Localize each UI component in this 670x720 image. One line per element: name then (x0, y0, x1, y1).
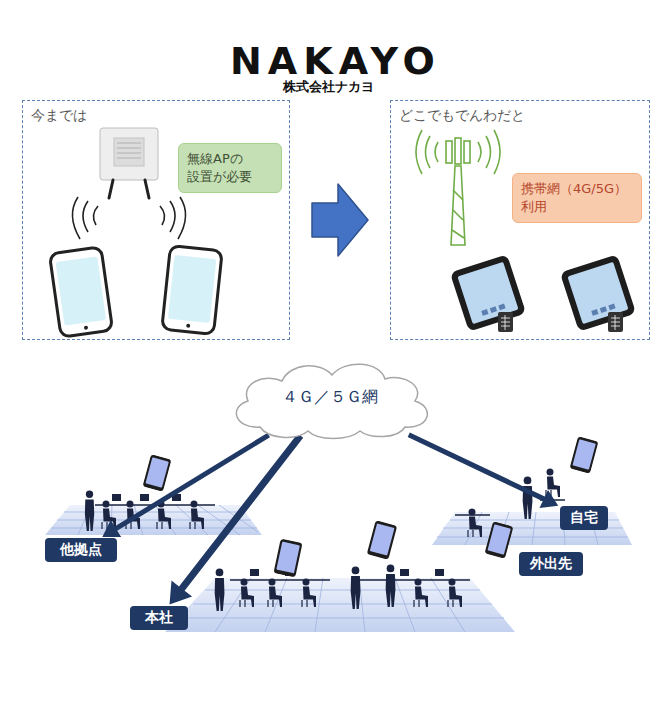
tablet-part (600, 306, 607, 313)
office-workers-part (143, 454, 172, 491)
office-workers-part (273, 539, 302, 578)
sim-card-part (608, 312, 623, 332)
company-name: 株式会社ナカヨ (283, 80, 374, 93)
sim-card-part (611, 315, 620, 330)
smartphone (49, 247, 112, 337)
office-workers-part (240, 579, 254, 608)
office-workers-part (140, 494, 149, 501)
smartphone (162, 246, 222, 335)
smartphone-part (186, 324, 190, 328)
access-point-part (72, 197, 98, 239)
office-workers-part (250, 569, 259, 576)
access-point-part (109, 180, 149, 198)
sim-card (498, 312, 513, 332)
location-tag: 外出先 (519, 552, 583, 576)
cell-tower-part (464, 141, 470, 163)
node-text: 自宅 (570, 509, 598, 527)
office-workers (215, 520, 470, 611)
access-point-part (117, 143, 141, 158)
remote-workers (455, 436, 598, 558)
office-workers-part (112, 494, 121, 501)
tablet-part (490, 306, 497, 313)
remote-workers-part (570, 436, 599, 473)
office-workers-part (190, 501, 204, 530)
office-workers-part (268, 579, 282, 608)
cell-tower-part (446, 141, 452, 163)
smartphone-part (56, 256, 106, 325)
network-cloud: ４Ｇ／５Ｇ網 (220, 355, 440, 440)
panel-heading: 今までは (31, 107, 87, 125)
location-tag: 他拠点 (45, 538, 117, 562)
tablet (450, 254, 526, 332)
smartphone-part (168, 255, 216, 323)
cell-tower-part (451, 166, 465, 245)
office-workers-part (386, 565, 396, 607)
tablet-part (498, 304, 505, 311)
location-tag: 自宅 (560, 506, 608, 530)
note-box: 無線APの 設置が必要 (178, 143, 282, 193)
office-workers-part (435, 569, 444, 576)
office-floor-part (181, 578, 504, 632)
note-box: 携帯網（4G/5G） 利用 (512, 173, 642, 223)
office-workers-part (400, 569, 409, 576)
node-text: 外出先 (530, 555, 572, 573)
tablet (560, 254, 636, 332)
connector-arrow (408, 433, 559, 508)
access-point-part (100, 128, 158, 180)
location-tag: 本社 (130, 606, 188, 630)
scenario-panel: 今までは無線APの 設置が必要 (22, 100, 290, 340)
office-workers-part (215, 569, 225, 611)
access-point (72, 128, 185, 239)
panel-heading: どこでもでんわだと (399, 107, 525, 125)
node-text: 他拠点 (60, 541, 102, 559)
sim-card-part (501, 315, 510, 330)
node-text: ４Ｇ／５Ｇ網 (282, 387, 378, 408)
tablet-part (450, 254, 526, 332)
office-workers-part (302, 579, 316, 608)
remote-workers-part (485, 521, 514, 558)
tablet-part (591, 309, 598, 316)
office-workers-part (448, 579, 462, 608)
office-workers (85, 454, 215, 531)
tablet-part (481, 309, 488, 316)
smartphone-part (49, 247, 112, 337)
connector-arrow (102, 433, 270, 537)
cell-tower-part (455, 138, 461, 164)
access-point-part (114, 138, 144, 166)
cell-tower-part (452, 190, 464, 238)
cloud-outline (236, 364, 427, 438)
office-workers-part (367, 520, 398, 560)
access-point-part (160, 197, 186, 239)
cell-tower-part (416, 130, 438, 174)
block-arrow (312, 184, 368, 256)
cell-tower (416, 130, 500, 245)
office-workers-part (351, 567, 361, 609)
remote-workers-part (523, 477, 533, 519)
smartphone-part (84, 325, 89, 330)
tablet-part (560, 254, 636, 332)
office-workers-part (414, 579, 428, 608)
scenario-panel: どこでもでんわだと携帯網（4G/5G） 利用 (390, 100, 650, 340)
logo-text: NAKAYO (230, 42, 441, 80)
cell-tower-part (478, 130, 500, 174)
office-workers-part (85, 491, 94, 531)
connector-arrow (170, 433, 304, 604)
smartphone-part (162, 246, 222, 335)
remote-workers-part (468, 509, 482, 538)
office-workers-part (230, 579, 470, 581)
sim-card (608, 312, 623, 332)
tablet-part (608, 304, 615, 311)
sim-card-part (498, 312, 513, 332)
node-text: 本社 (145, 609, 173, 627)
node-text: 無線APの 設置が必要 (187, 150, 273, 185)
node-text: 携帯網（4G/5G） 利用 (521, 180, 633, 215)
